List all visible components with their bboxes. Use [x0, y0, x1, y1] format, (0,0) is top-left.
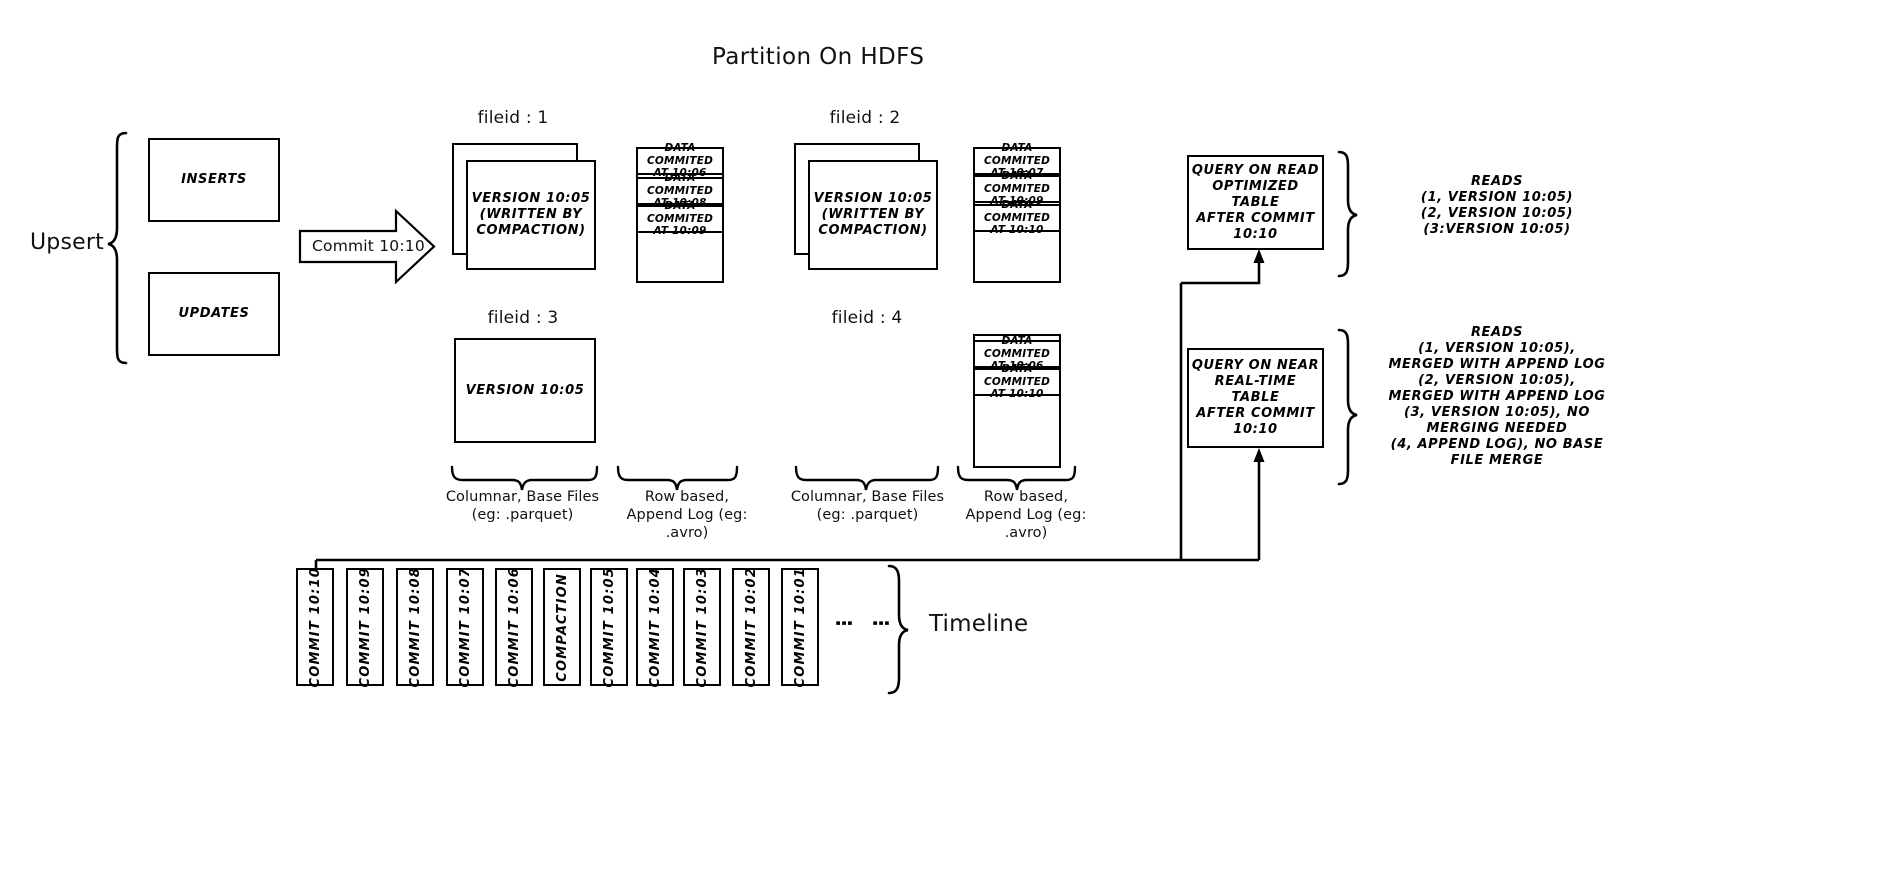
- timeline-chip[interactable]: COMMIT 10:02: [732, 566, 770, 688]
- query-line: QUERY ON READ: [1191, 162, 1320, 178]
- base-file-line: (WRITTEN BY: [821, 207, 925, 222]
- timeline-chip[interactable]: COMMIT 10:06: [495, 566, 533, 688]
- reads-read-optimized: READS (1, VERSION 10:05) (2, VERSION 10:…: [1362, 174, 1632, 238]
- query-near-real-time-box[interactable]: QUERY ON NEAR REAL-TIME TABLE AFTER COMM…: [1187, 348, 1324, 448]
- reads-line: MERGING NEEDED: [1426, 421, 1568, 436]
- base-file-line: (WRITTEN BY: [479, 207, 583, 222]
- fileid-2-header: fileid : 2: [829, 108, 901, 128]
- fileid-1-base-file: VERSION 10:05 (WRITTEN BY COMPACTION): [466, 160, 596, 270]
- rowlog-left-brace: [616, 465, 739, 491]
- timeline-chip-label: COMMIT 10:04: [647, 566, 663, 688]
- query-line: QUERY ON NEAR: [1191, 358, 1320, 373]
- fileid-1-header: fileid : 1: [477, 108, 549, 128]
- log-entry: DATA COMMITED AT 10:06: [636, 142, 724, 179]
- arrowhead-read-optimized: [1253, 249, 1265, 263]
- fileid-1-log-file: DATA COMMITED AT 10:06 DATA COMMITED AT …: [636, 142, 724, 283]
- log-entry: DATA COMMITED AT 10:10: [973, 199, 1061, 236]
- updates-label: UPDATES: [178, 306, 250, 321]
- commit-arrow-label: Commit 10:10: [312, 237, 425, 255]
- timeline-chip-label: COMMIT 10:02: [743, 566, 759, 688]
- timeline-chip-label: COMMIT 10:08: [407, 566, 423, 688]
- timeline-chip[interactable]: COMMIT 10:01: [781, 566, 819, 688]
- reads-line: (3, VERSION 10:05), NO: [1404, 405, 1590, 420]
- timeline-chip[interactable]: COMMIT 10:10: [296, 566, 334, 688]
- caption-rowlog-left: Row based, Append Log (eg: .avro): [626, 489, 748, 541]
- fileid-3-header: fileid : 3: [487, 308, 559, 328]
- fileid-3-base-file: VERSION 10:05: [454, 338, 596, 443]
- upsert-brace: [107, 131, 128, 365]
- fileid-2-base-file: VERSION 10:05 (WRITTEN BY COMPACTION): [808, 160, 938, 270]
- query-line: AFTER COMMIT: [1196, 210, 1315, 226]
- reads-line: (1, VERSION 10:05): [1420, 190, 1574, 205]
- timeline-chip-label: COMPACTION: [554, 572, 570, 682]
- base-file-line: VERSION 10:05: [465, 382, 585, 398]
- fileid-2-log-file: DATA COMMITED AT 10:07 DATA COMMITED AT …: [973, 142, 1061, 283]
- reads-brace-top: [1337, 150, 1358, 278]
- timeline-chip-compaction[interactable]: COMPACTION: [543, 568, 581, 686]
- reads-near-real-time: READS (1, VERSION 10:05), MERGED WITH AP…: [1352, 325, 1642, 469]
- log-entry: DATA COMMITED AT 10:09: [973, 170, 1061, 207]
- fileid-4-header: fileid : 4: [831, 308, 903, 328]
- query-line: 10:10: [1233, 422, 1278, 437]
- timeline-ellipsis-1: ⋮: [832, 610, 856, 633]
- fileid-4-log-file: DATA COMMITED AT 10:06 DATA COMMITED AT …: [973, 334, 1061, 468]
- timeline-chip[interactable]: COMMIT 10:07: [446, 566, 484, 688]
- base-file-line: VERSION 10:05: [471, 191, 591, 206]
- timeline-chip[interactable]: COMMIT 10:05: [590, 566, 628, 688]
- reads-line: (4, APPEND LOG), NO BASE: [1390, 437, 1604, 452]
- base-file-line: COMPACTION): [818, 223, 928, 238]
- columnar-right-brace: [794, 465, 940, 491]
- log-entry: DATA COMMITED AT 10:09: [636, 200, 724, 237]
- caption-rowlog-right: Row based, Append Log (eg: .avro): [965, 489, 1087, 541]
- timeline-chip-label: COMMIT 10:07: [457, 566, 473, 688]
- inserts-label: INSERTS: [181, 172, 247, 187]
- reads-line: (2, VERSION 10:05): [1420, 206, 1574, 221]
- log-entry: DATA COMMITED AT 10:10: [973, 363, 1061, 400]
- reads-line: FILE MERGE: [1450, 453, 1544, 468]
- timeline-chip-label: COMMIT 10:05: [601, 566, 617, 688]
- timeline-chip[interactable]: COMMIT 10:09: [346, 566, 384, 688]
- timeline-label: Timeline: [929, 611, 1029, 637]
- log-entry: DATA COMMITED AT 10:06: [973, 335, 1061, 372]
- reads-line: MERGED WITH APPEND LOG: [1388, 357, 1606, 372]
- log-entry: DATA COMMITED AT 10:08: [636, 172, 724, 209]
- columnar-left-brace: [450, 465, 599, 491]
- reads-line: READS: [1470, 325, 1524, 340]
- updates-box: UPDATES: [148, 272, 280, 356]
- upsert-label: Upsert: [30, 230, 104, 255]
- caption-columnar-left: Columnar, Base Files (eg: .parquet): [445, 489, 600, 523]
- arrowhead-near-real-time: [1253, 448, 1265, 462]
- log-entry: DATA COMMITED AT 10:07: [973, 142, 1061, 179]
- connector-read-optimized: [1181, 262, 1261, 285]
- query-read-optimized-box[interactable]: QUERY ON READ OPTIMIZED TABLE AFTER COMM…: [1187, 155, 1324, 250]
- reads-line: (2, VERSION 10:05),: [1418, 373, 1576, 388]
- timeline-chip[interactable]: COMMIT 10:08: [396, 566, 434, 688]
- query-line: 10:10: [1233, 226, 1278, 242]
- base-file-line: VERSION 10:05: [813, 191, 933, 206]
- inserts-box: INSERTS: [148, 138, 280, 222]
- query-line: REAL-TIME TABLE: [1214, 374, 1297, 405]
- timeline-chip-label: COMMIT 10:03: [694, 566, 710, 688]
- timeline-chip-label: COMMIT 10:06: [506, 566, 522, 688]
- timeline-ellipsis-2: ⋮: [869, 610, 893, 633]
- reads-line: (1, VERSION 10:05),: [1418, 341, 1576, 356]
- query-line: AFTER COMMIT: [1196, 406, 1315, 421]
- caption-columnar-right: Columnar, Base Files (eg: .parquet): [790, 489, 945, 523]
- query-line: OPTIMIZED TABLE: [1212, 178, 1299, 210]
- timeline-chips: COMMIT 10:10 COMMIT 10:09 COMMIT 10:08 C…: [296, 566, 896, 688]
- base-file-line: COMPACTION): [476, 223, 586, 238]
- timeline-chip[interactable]: COMMIT 10:04: [636, 566, 674, 688]
- timeline-chip[interactable]: COMMIT 10:03: [683, 566, 721, 688]
- timeline-chip-label: COMMIT 10:10: [307, 566, 323, 688]
- timeline-chip-label: COMMIT 10:09: [357, 566, 373, 688]
- reads-line: (3:VERSION 10:05): [1423, 222, 1571, 237]
- rowlog-right-brace: [956, 465, 1077, 491]
- reads-line: READS: [1470, 174, 1524, 189]
- reads-line: MERGED WITH APPEND LOG: [1388, 389, 1606, 404]
- timeline-chip-label: COMMIT 10:01: [792, 566, 808, 688]
- page-title: Partition On HDFS: [712, 44, 925, 70]
